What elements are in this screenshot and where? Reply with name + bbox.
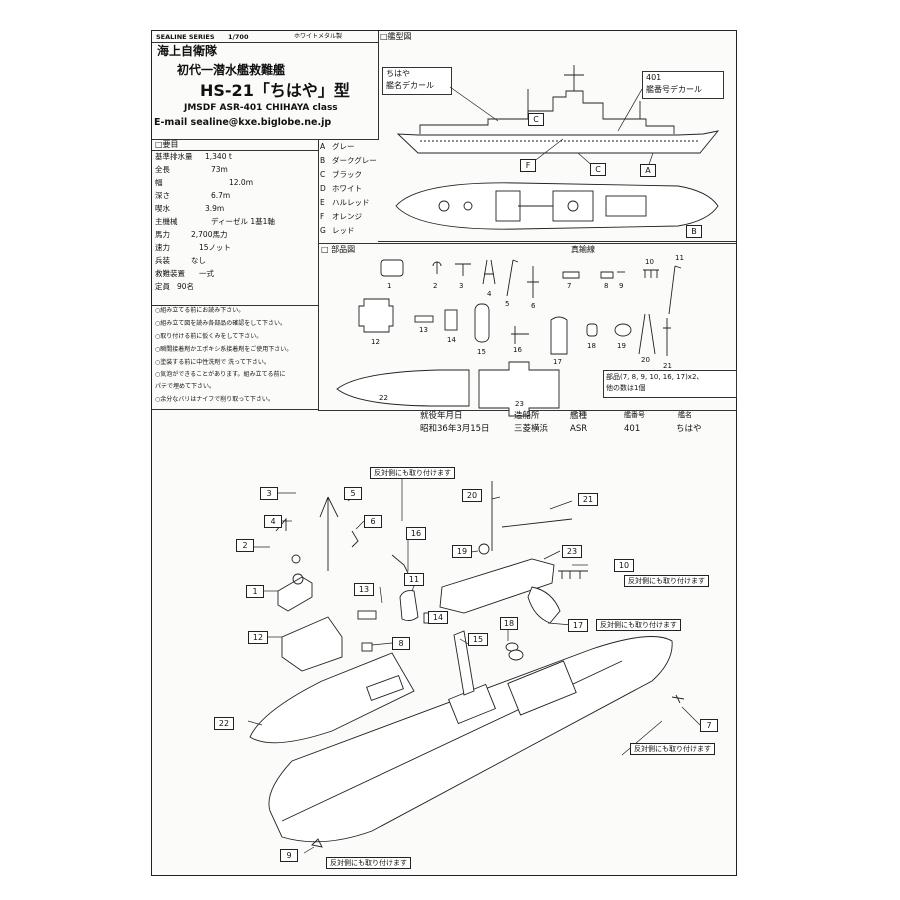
- scale-label: 1/700: [228, 33, 249, 41]
- header-block: SEALINE SERIES 1/700 ホワイトメタル製 海上自衛隊 初代一潜…: [152, 31, 379, 140]
- series-label: SEALINE SERIES: [156, 33, 215, 41]
- header-line-1: 海上自衛隊: [157, 44, 218, 58]
- part-number: 1: [387, 282, 392, 290]
- parts-quantity-note: 部品(7, 8, 9, 10, 16, 17)x2、 他の数は1個: [603, 370, 737, 398]
- assembly-callout: 11: [404, 573, 424, 586]
- spec-row: 兵装なし: [155, 256, 206, 265]
- part-number: 6: [531, 302, 536, 310]
- number-decal-callout: 401 艦番号デカール: [642, 71, 724, 99]
- history-table: 就役年月日 造船所 艦種 艦番号 艦名 昭和36年3月15日 三菱横浜 ASR …: [420, 411, 702, 434]
- assembly-callout: 12: [248, 631, 268, 644]
- parts-title: □ 部品図: [321, 245, 356, 254]
- assembly-callout: 19: [452, 545, 472, 558]
- profile-title: □艦型図: [380, 32, 412, 41]
- opposite-side-note: 反対側にも取り付けます: [326, 857, 411, 869]
- instructions-panel: ○組み立てる前にお読み下さい。 ○組み立て図を読み各部品の確認をして下さい。 ○…: [152, 305, 318, 410]
- part-number: 19: [617, 342, 626, 350]
- ship-subtitle: JMSDF ASR-401 CHIHAYA class: [184, 103, 338, 113]
- specs-title: □要目: [155, 140, 179, 149]
- part-number: 9: [619, 282, 624, 290]
- opposite-side-note: 反対側にも取り付けます: [370, 467, 455, 479]
- parts-drawing: [336, 259, 682, 417]
- assembly-callout: 8: [392, 637, 410, 650]
- assembly-callout: 21: [578, 493, 598, 506]
- part-number: 17: [553, 358, 562, 366]
- part-number: 15: [477, 348, 486, 356]
- opposite-side-note: 反対側にも取り付けます: [596, 619, 681, 631]
- assembly-callout: 20: [462, 489, 482, 502]
- assembly-drawing: [247, 471, 701, 854]
- assembly-callout: 14: [428, 611, 448, 624]
- part-number: 13: [419, 326, 428, 334]
- parts-panel: □ 部品図 真鍮線: [318, 243, 737, 417]
- part-number: 16: [513, 346, 522, 354]
- part-number: 14: [447, 336, 456, 344]
- assembly-callout: 13: [354, 583, 374, 596]
- name-decal-callout: ちはや 艦名デカール: [382, 67, 452, 95]
- profile-callout-a: A: [640, 164, 656, 177]
- spec-row: 救難装置一式: [155, 269, 214, 278]
- opposite-side-note: 反対側にも取り付けます: [630, 743, 715, 755]
- assembly-callout: 2: [236, 539, 254, 552]
- assembly-callout: 22: [214, 717, 234, 730]
- header-line-2: 初代一潜水艦救難艦: [177, 63, 286, 77]
- part-number: 12: [371, 338, 380, 346]
- material-label: ホワイトメタル製: [294, 33, 343, 40]
- assembly-callout: 9: [280, 849, 298, 862]
- ship-title: HS-21「ちはや」型: [200, 81, 350, 100]
- profile-callout-c: C: [590, 163, 606, 176]
- instruction-sheet: SEALINE SERIES 1/700 ホワイトメタル製 海上自衛隊 初代一潜…: [151, 30, 737, 876]
- part-number: 7: [567, 282, 572, 290]
- assembly-callout: 5: [344, 487, 362, 500]
- part-number: 20: [641, 356, 650, 364]
- profile-callout-f: F: [520, 159, 536, 172]
- part-number: 22: [379, 394, 388, 402]
- assembly-callout: 16: [406, 527, 426, 540]
- assembly-callout: 7: [700, 719, 718, 732]
- assembly-callout: 6: [364, 515, 382, 528]
- part-number: 4: [487, 290, 492, 298]
- part-number: 10: [645, 258, 654, 266]
- part-number: 3: [459, 282, 464, 290]
- part-number: 11: [675, 254, 684, 262]
- assembly-callout: 15: [468, 633, 488, 646]
- assembly-callout: 3: [260, 487, 278, 500]
- opposite-side-note: 反対側にも取り付けます: [624, 575, 709, 587]
- part-number: 23: [515, 400, 524, 408]
- profile-panel: □艦型図 ちはや 艦名デカール 401 艦番号デカール: [378, 31, 736, 242]
- assembly-callout: 18: [500, 617, 518, 630]
- part-number: 5: [505, 300, 510, 308]
- part-number: 21: [663, 362, 672, 370]
- part-number: 2: [433, 282, 438, 290]
- assembly-callout: 23: [562, 545, 582, 558]
- assembly-callout: 10: [614, 559, 634, 572]
- assembly-callout: 1: [246, 585, 264, 598]
- ship-drawing: [395, 65, 720, 230]
- profile-callout-c-top: C: [528, 113, 544, 126]
- spec-row: 主機械ディーゼル 1基1軸: [155, 217, 275, 226]
- part-number: 18: [587, 342, 596, 350]
- part-number: 8: [604, 282, 609, 290]
- assembly-callout: 4: [264, 515, 282, 528]
- profile-callout-b: B: [686, 225, 702, 238]
- brass-wire-label: 真鍮線: [571, 245, 595, 254]
- contact-email: E-mail sealine@kxe.biglobe.ne.jp: [154, 117, 332, 128]
- assembly-callout: 17: [568, 619, 588, 632]
